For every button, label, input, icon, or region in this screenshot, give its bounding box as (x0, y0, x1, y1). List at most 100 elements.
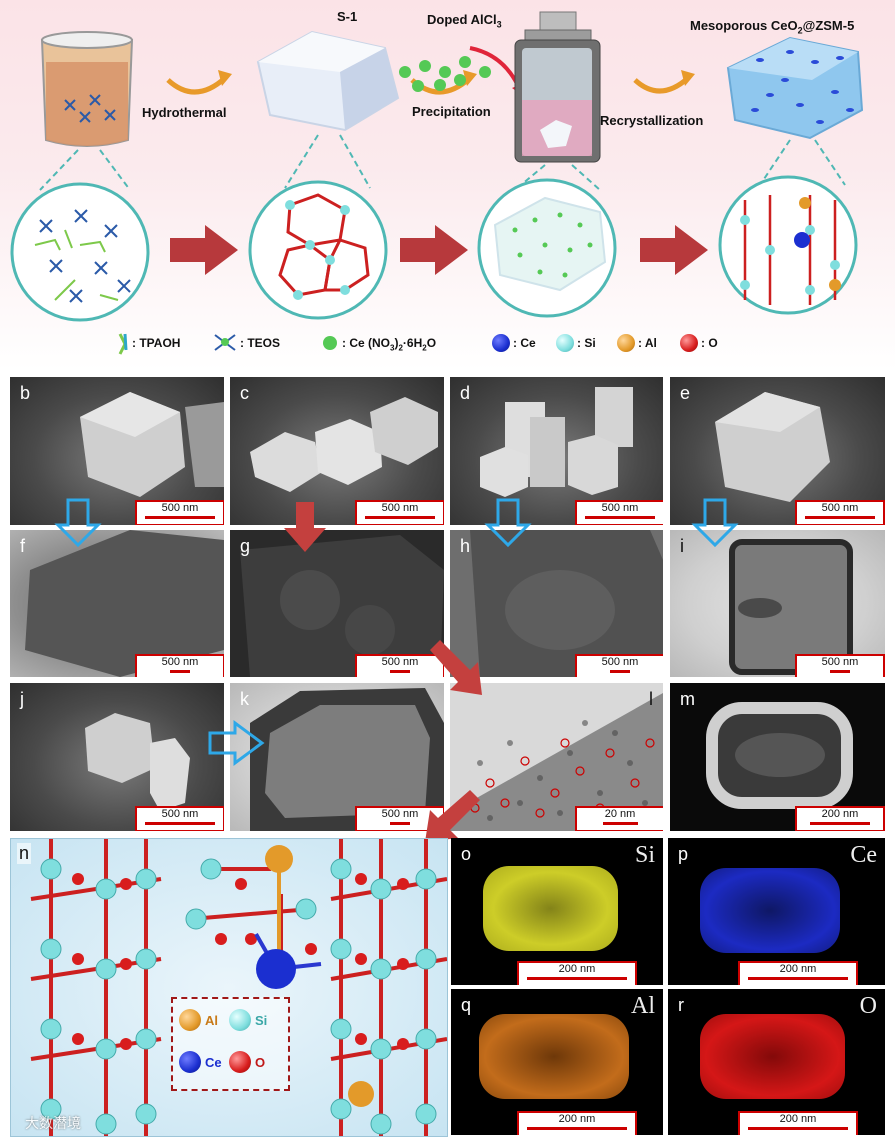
s1-crystal-icon (256, 30, 400, 132)
panel-label: c (240, 383, 249, 403)
panel-label: h (460, 536, 471, 556)
panel-d: d 500 nm (450, 377, 663, 525)
panel-label: i (680, 536, 684, 556)
si-map-blob (483, 866, 618, 951)
scale-bar: 200 nm (738, 1111, 858, 1135)
legend-teos: : TEOS (240, 336, 281, 350)
panel-label: p (678, 844, 689, 864)
scale-bar: 200 nm (517, 1111, 637, 1135)
scale-bar: 500 nm (575, 654, 663, 677)
panel-g: g 500 nm (230, 530, 444, 677)
scale-bar: 500 nm (795, 500, 885, 525)
s1-label: S-1 (337, 9, 358, 24)
autoclave-icon (514, 11, 601, 163)
element-label: Al (631, 993, 655, 1019)
panel-label: r (678, 995, 684, 1015)
scale-bar: 500 nm (575, 500, 663, 525)
blue-arrow-icons (54, 498, 739, 766)
hydrothermal-label: Hydrothermal (142, 105, 227, 120)
panel-label: j (20, 689, 24, 709)
doped-alcl3-label: Doped AlCl3 (427, 12, 502, 30)
scale-bar: 500 nm (355, 500, 444, 525)
panel-r: r O 200 nm (668, 989, 885, 1135)
al-map-blob (479, 1014, 629, 1099)
panel-label: g (240, 536, 251, 556)
o-atom-legend-icon (680, 334, 698, 352)
scale-bar: 500 nm (135, 654, 224, 677)
panel-label: b (20, 383, 31, 403)
panel-label: o (461, 844, 472, 864)
ceo2-zsm5-crystal-icon (726, 36, 864, 140)
legend-si: : Si (577, 336, 596, 350)
al-atom-legend-icon (617, 334, 635, 352)
scale-bar: 200 nm (795, 806, 885, 831)
red-pointer-arrow-icon (469, 46, 522, 91)
legend-glyphs (118, 333, 236, 355)
legend-tpaoh: : TPAOH (132, 336, 181, 350)
red-arrow-icons (284, 502, 482, 842)
model-legend-al: Al (205, 1013, 218, 1028)
panel-label: d (460, 383, 471, 403)
process-arrows-icon (170, 225, 708, 275)
ce-salt-legend-icon (323, 336, 337, 350)
si-atom-icon (229, 1009, 251, 1031)
scale-bar: 20 nm (575, 806, 663, 831)
precipitation-label: Precipitation (412, 104, 491, 119)
ce-map-blob (700, 868, 840, 953)
legend-al: : Al (638, 336, 657, 350)
panel-o: o Si 200 nm (451, 838, 663, 985)
circle-s1-framework-icon (248, 180, 388, 320)
zeolite-model-graphic (30, 839, 447, 1136)
legend-ce-salt: : Ce (NO3)2·6H2O (342, 336, 437, 353)
panel-label: q (461, 995, 472, 1015)
element-label: O (859, 993, 877, 1019)
scale-bar: 500 nm (135, 806, 224, 831)
product-label: Mesoporous CeO2@ZSM-5 (690, 18, 855, 36)
o-atom-icon (229, 1051, 251, 1073)
scale-bar: 200 nm (517, 961, 637, 985)
panel-j: j 500 nm (10, 683, 224, 831)
panel-label: l (649, 689, 653, 709)
al-atom-icon (179, 1009, 201, 1031)
arrow-hydrothermal-icon (166, 76, 227, 95)
panel-l: l 20 nm (450, 683, 663, 831)
scale-bar: 200 nm (738, 961, 858, 985)
model-legend-o: O (255, 1055, 266, 1070)
ce-salt-particles-icon (399, 56, 491, 92)
legend-ce: : Ce (513, 336, 536, 350)
panel-h: h 500 nm (450, 530, 663, 677)
panel-m: m 200 nm (670, 683, 885, 831)
panel-label: k (240, 689, 249, 709)
panel-label: f (20, 536, 26, 556)
panel-c: c 500 nm (230, 377, 444, 525)
scale-bar: 500 nm (135, 500, 224, 525)
panel-label: m (680, 689, 695, 709)
panel-label: e (680, 383, 691, 403)
o-map-blob (700, 1014, 845, 1099)
panel-q: q Al 200 nm (451, 989, 663, 1135)
beaker-icon (40, 31, 134, 147)
element-label: Ce (850, 842, 877, 868)
scheme-graphics (10, 11, 864, 355)
recrystallization-label: Recrystallization (600, 113, 704, 128)
connector-arrows (54, 498, 739, 842)
panel-i: i 500 nm (670, 530, 885, 677)
panel-f: f 500 nm (10, 530, 224, 677)
arrow-recrystallization-icon (633, 76, 690, 94)
circle-precursors-icon (10, 182, 150, 322)
panel-p: p Ce 200 nm (668, 838, 885, 985)
model-legend-si: Si (255, 1013, 268, 1028)
circle-ce-loaded-s1-icon (477, 178, 617, 318)
ce-atom-icon (179, 1051, 201, 1073)
panel-n: n Al Si Ce O 大数潜境 (10, 838, 448, 1137)
si-atom-legend-icon (556, 334, 574, 352)
model-legend-ce: Ce (205, 1055, 222, 1070)
watermark: 大数潜境 (25, 1115, 81, 1131)
scale-bar: 500 nm (795, 654, 885, 677)
panel-k: k 500 nm (230, 683, 444, 831)
circle-ceo2-zsm5-framework-icon (718, 175, 858, 315)
panel-b: b 500 nm (10, 377, 224, 525)
element-label: Si (634, 842, 655, 868)
legend-o: : O (701, 336, 718, 350)
ce-atom-legend-icon (492, 334, 510, 352)
